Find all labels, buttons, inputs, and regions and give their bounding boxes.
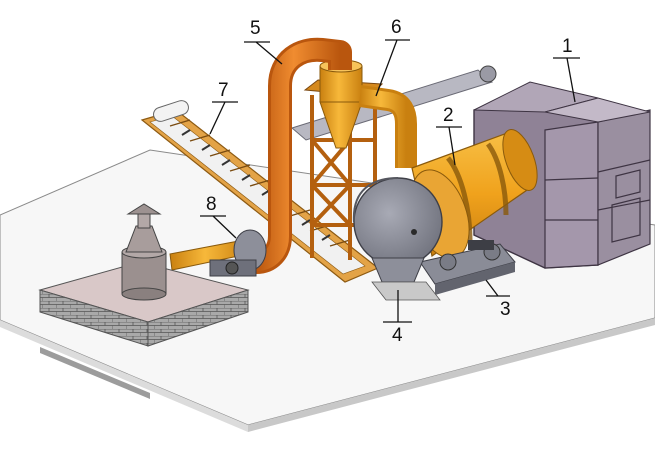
callout-label: 8 [206,194,217,215]
exhaust-fan [169,229,267,277]
leader-3 [485,279,510,297]
callout-label: 2 [443,105,454,126]
leader-1 [553,57,580,103]
callout-leaders [200,39,580,323]
callout-label: 3 [500,299,511,320]
callout-label: 6 [391,17,402,38]
callout-label: 5 [250,18,261,39]
drum-support-rollers [419,240,516,295]
leader-4 [383,290,412,323]
callout-label: 4 [392,325,403,346]
callout-labels: 1 2 3 4 5 6 7 8 [206,17,573,346]
induced-draft-duct [254,37,352,274]
leader-6 [375,39,410,97]
leader-8 [200,215,237,239]
cyclone-to-drum-duct [358,85,417,168]
callout-label: 7 [218,80,229,101]
leader-2 [436,126,462,166]
chimney-stack [121,203,167,301]
cyclone-dust-collector [319,59,363,149]
discharge-hood [352,177,443,301]
callout-label: 1 [562,36,573,57]
leader-7 [209,101,238,135]
leader-5 [244,41,283,65]
